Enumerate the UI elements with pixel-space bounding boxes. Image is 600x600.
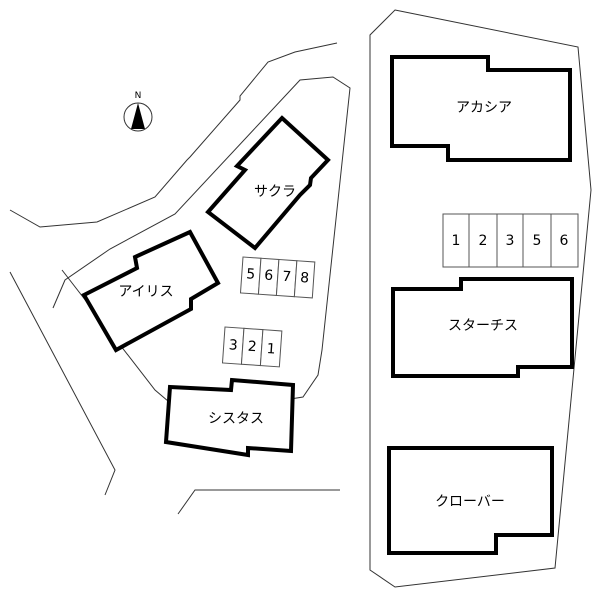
parking-space-number: 8 bbox=[300, 270, 310, 287]
building-label-iris: アイリス bbox=[118, 284, 173, 300]
parking-space-number: 1 bbox=[452, 233, 461, 249]
building-statice bbox=[391, 277, 574, 378]
parking-right: 1 2 3 5 6 bbox=[442, 213, 579, 268]
parking-space-number: 3 bbox=[506, 233, 515, 249]
parking-space-number: 5 bbox=[533, 233, 542, 249]
parking-space-number: 6 bbox=[560, 233, 569, 249]
building-iris bbox=[81, 229, 221, 353]
building-clover bbox=[387, 446, 554, 555]
parking-space-number: 2 bbox=[247, 339, 257, 356]
parking-space-number: 7 bbox=[282, 269, 292, 286]
parking-space-number: 6 bbox=[264, 268, 274, 285]
building-label-cistus: シスタス bbox=[208, 411, 264, 427]
building-acacia bbox=[390, 55, 572, 162]
north-compass-icon: N bbox=[123, 91, 153, 132]
building-cistus bbox=[163, 377, 296, 458]
parking-space-number: 3 bbox=[228, 337, 238, 354]
parking-space-number: 2 bbox=[479, 233, 488, 249]
building-label-acacia: アカシア bbox=[456, 100, 512, 116]
parking-space-number: 1 bbox=[266, 341, 276, 358]
building-label-statice: スターチス bbox=[448, 318, 518, 334]
parking-space-number: 5 bbox=[246, 266, 256, 283]
parking-left-lower: 3 2 1 bbox=[221, 326, 283, 368]
building-label-clover: クローバー bbox=[435, 494, 505, 510]
building-sakura bbox=[205, 115, 331, 251]
building-label-sakura: サクラ bbox=[254, 184, 296, 200]
compass-label: N bbox=[135, 91, 142, 101]
parking-left-upper: 5 6 7 8 bbox=[239, 256, 316, 299]
